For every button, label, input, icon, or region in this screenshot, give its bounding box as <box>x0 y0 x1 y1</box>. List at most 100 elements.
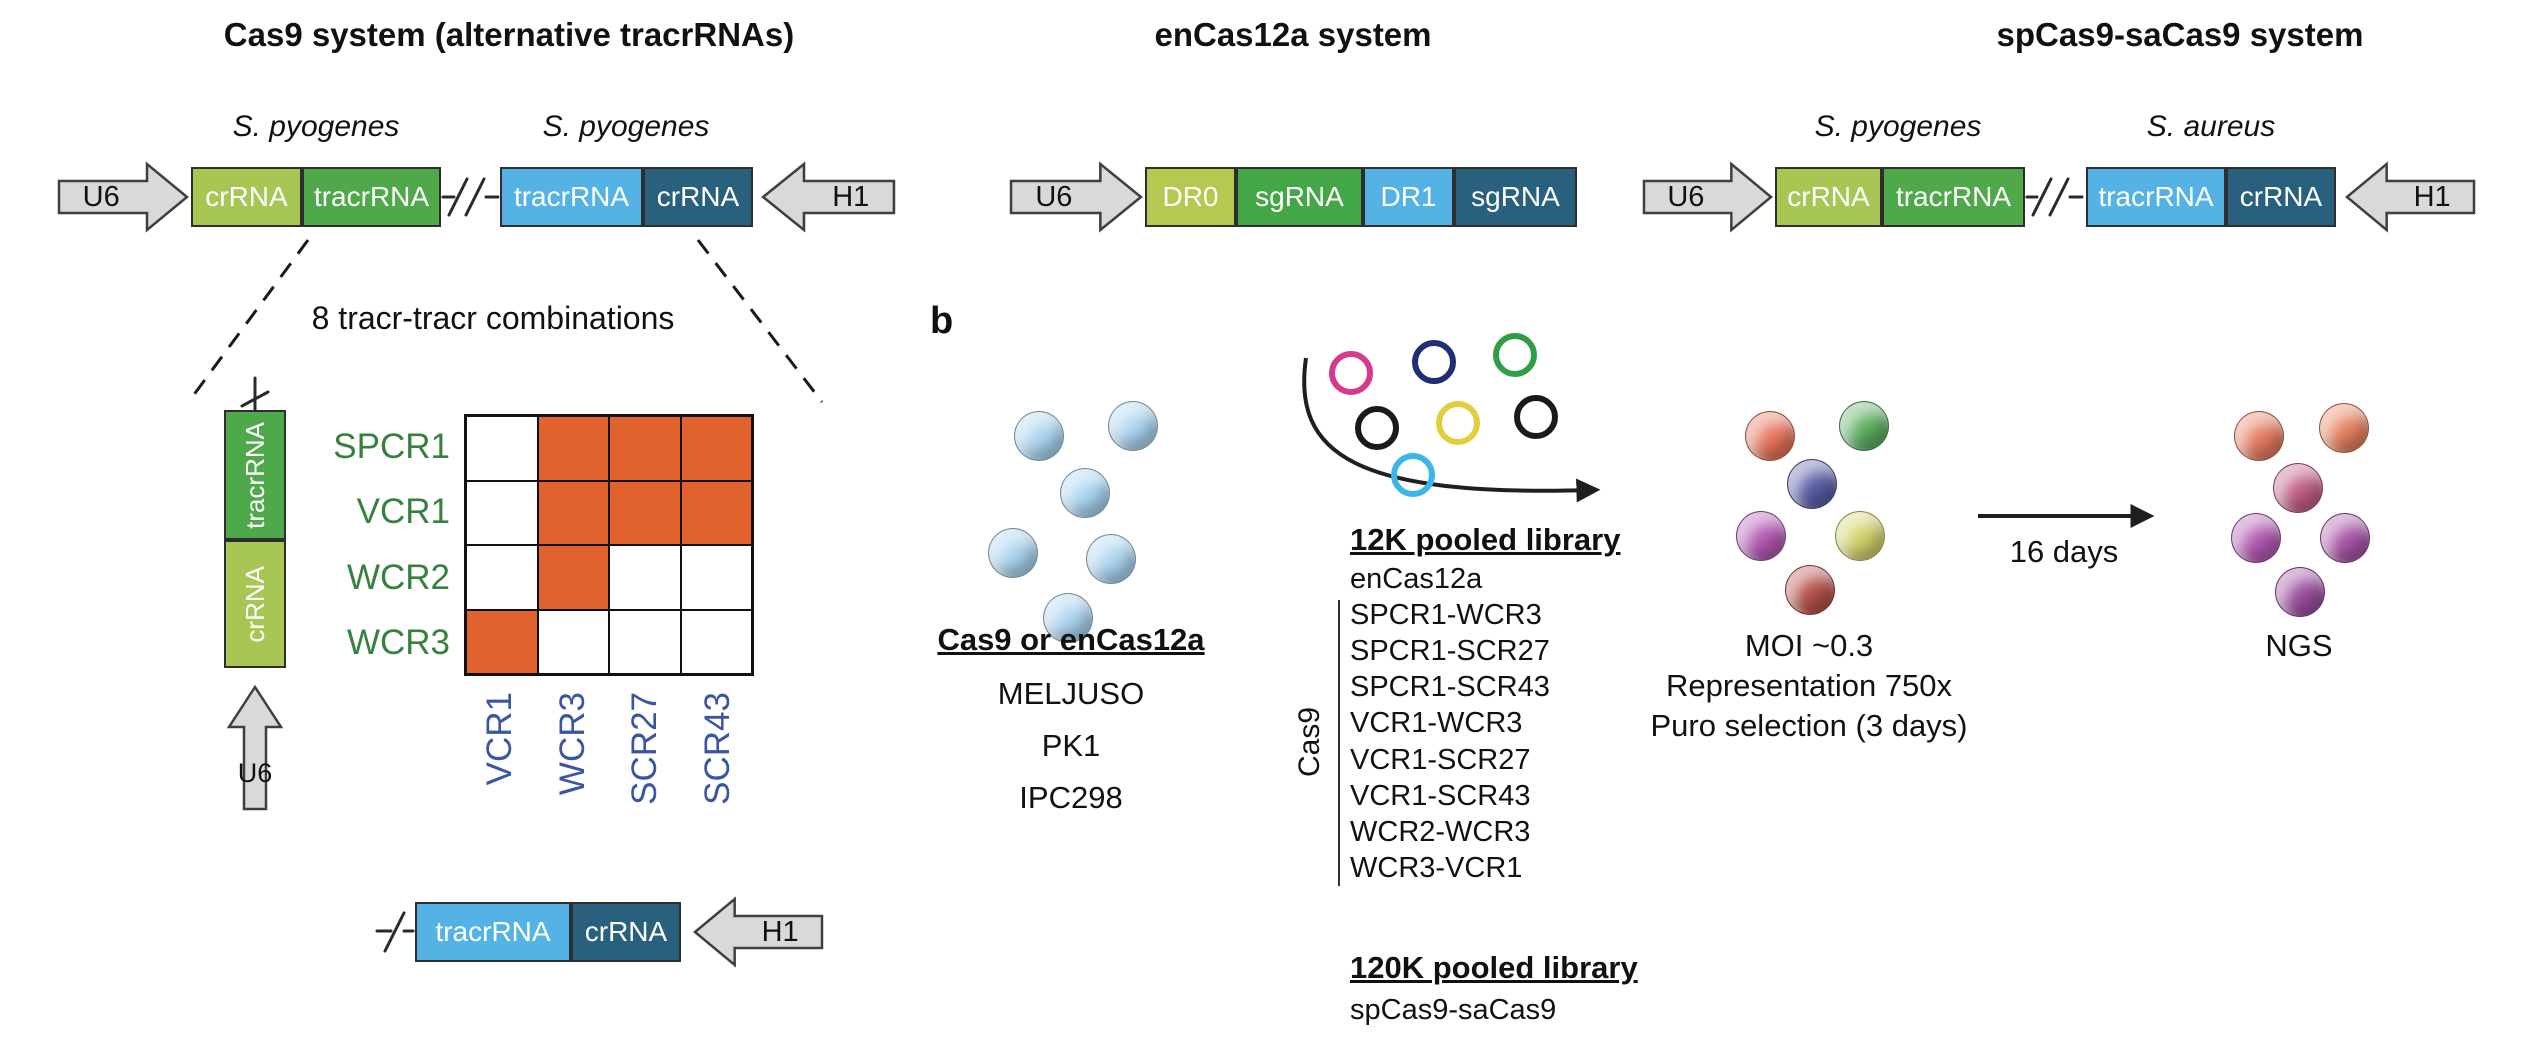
matrix-cell <box>609 545 681 610</box>
cell-circle <box>2275 567 2325 617</box>
h1-promoter-arrow: H1 <box>691 894 824 970</box>
matrix-col-label: SCR27 <box>625 692 664 805</box>
matrix-row-label: WCR3 <box>346 623 450 662</box>
panel-b-label: b <box>930 300 954 342</box>
library-item: VCR1-SCR27 <box>1350 743 1531 776</box>
library-120k-item: spCas9-saCas9 <box>1350 994 1557 1026</box>
tracrrna-segment: tracrRNA <box>1882 167 2025 227</box>
h1-promoter-arrow: H1 <box>759 159 896 235</box>
library-item: SPCR1-WCR3 <box>1350 598 1542 631</box>
sgrna-label: sgRNA <box>1471 181 1560 212</box>
tracrrna-segment: tracrRNA <box>302 167 441 227</box>
dr0-label: DR0 <box>1162 181 1219 212</box>
library-12k-title: 12K pooled library <box>1350 522 1621 557</box>
plasmid-icon <box>1436 401 1480 445</box>
arrow-right-icon <box>57 161 189 233</box>
matrix-row-label: WCR2 <box>346 558 450 597</box>
genomic-break-icon <box>375 911 415 953</box>
matrix-cell <box>466 545 538 610</box>
sgrna-segment: sgRNA <box>1454 167 1577 227</box>
tracr-matrix-grid <box>464 414 754 676</box>
crrna-label: crRNA <box>239 565 270 643</box>
selection-note: Puro selection (3 days) <box>1650 708 1968 743</box>
library-120k-title: 120K pooled library <box>1350 950 1638 985</box>
species-label: S. aureus <box>2146 110 2276 143</box>
genomic-break-icon <box>240 376 270 412</box>
cell-lines-title: Cas9 or enCas12a <box>937 622 1205 657</box>
matrix-col-label: WCR3 <box>553 692 592 796</box>
arrow-right-icon <box>1642 161 1773 233</box>
plasmid-icon <box>1355 406 1399 450</box>
library-item: enCas12a <box>1350 562 1483 595</box>
cell-line-name: PK1 <box>1041 728 1101 763</box>
crrna-label: crRNA <box>1787 181 1870 212</box>
tracrrna-segment: tracrRNA <box>500 167 643 227</box>
crrna-label: crRNA <box>584 916 668 947</box>
tracrrna-label: tracrRNA <box>313 181 430 212</box>
matrix-cell <box>680 416 752 481</box>
matrix-cell <box>609 480 681 545</box>
genomic-break-icon <box>2025 177 2084 217</box>
crrna-segment: crRNA <box>643 167 753 227</box>
crrna-label: crRNA <box>2239 181 2323 212</box>
plasmid-icon <box>1514 395 1558 439</box>
matrix-cell <box>537 545 609 610</box>
species-label: S. pyogenes <box>1814 110 1982 143</box>
arrow-left-icon <box>693 896 824 968</box>
ngs-label: NGS <box>2265 628 2333 663</box>
sixteen-days-label: 16 days <box>2009 534 2119 569</box>
cell-line-name: MELJUSO <box>997 676 1145 711</box>
cell-circle <box>2273 463 2323 513</box>
dr0-segment: DR0 <box>1145 167 1236 227</box>
tracrrna-label: tracrRNA <box>239 421 270 529</box>
matrix-cell <box>609 416 681 481</box>
matrix-col-label: SCR43 <box>698 692 737 805</box>
u6-promoter-arrow: U6 <box>57 159 191 235</box>
plasmid-icon <box>1329 351 1373 395</box>
matrix-cell <box>609 609 681 674</box>
library-item: VCR1-WCR3 <box>1350 707 1523 740</box>
plasmid-icon <box>1391 453 1435 497</box>
crrna-segment: crRNA <box>1775 167 1882 227</box>
cas9-bracket-label: Cas9 <box>1293 706 1326 778</box>
cell-circle <box>1785 565 1835 615</box>
u6-promoter-arrow: U6 <box>1642 159 1775 235</box>
dr1-segment: DR1 <box>1363 167 1454 227</box>
library-12k-list: enCas12a SPCR1-WCR3 SPCR1-SCR27 SPCR1-SC… <box>1350 561 1550 887</box>
cell-circle <box>2319 403 2369 453</box>
tracrrna-label: tracrRNA <box>1895 181 2012 212</box>
sgrna-segment: sgRNA <box>1236 167 1363 227</box>
cell-circle <box>1787 459 1837 509</box>
cell-circle <box>1839 401 1889 451</box>
selection-note: Representation 750x <box>1665 668 1953 703</box>
cell-circle <box>2231 513 2281 563</box>
cell-circle <box>2234 411 2284 461</box>
cell-circle <box>1060 468 1110 518</box>
cell-line-name: IPC298 <box>1019 780 1123 815</box>
combos-caption: 8 tracr-tracr combinations <box>311 300 675 336</box>
cas9-system-title: Cas9 system (alternative tracrRNAs) <box>223 16 795 53</box>
selection-note: MOI ~0.3 <box>1744 628 1874 663</box>
crrna-label: crRNA <box>205 181 288 212</box>
matrix-cell <box>466 609 538 674</box>
matrix-cell <box>680 609 752 674</box>
matrix-col-label: VCR1 <box>480 692 519 786</box>
library-item: SPCR1-SCR27 <box>1350 634 1550 667</box>
matrix-cell <box>537 416 609 481</box>
matrix-cell <box>466 416 538 481</box>
library-item: SPCR1-SCR43 <box>1350 671 1550 704</box>
cell-circle <box>1835 511 1885 561</box>
tracrrna-label: tracrRNA <box>2098 181 2214 212</box>
u6-label: U6 <box>1035 180 1073 213</box>
spsa-system-title: spCas9-saCas9 system <box>1996 16 2364 53</box>
matrix-cell <box>680 480 752 545</box>
tracrrna-segment-vertical: tracrRNA <box>224 410 286 540</box>
arrow-left-icon <box>761 161 896 233</box>
h1-promoter-arrow: H1 <box>2343 159 2476 235</box>
genomic-break-icon <box>441 177 500 217</box>
cell-circle <box>1108 401 1158 451</box>
tracrrna-label: tracrRNA <box>513 181 630 212</box>
plasmid-icon <box>1412 340 1456 384</box>
h1-label: H1 <box>761 915 799 948</box>
